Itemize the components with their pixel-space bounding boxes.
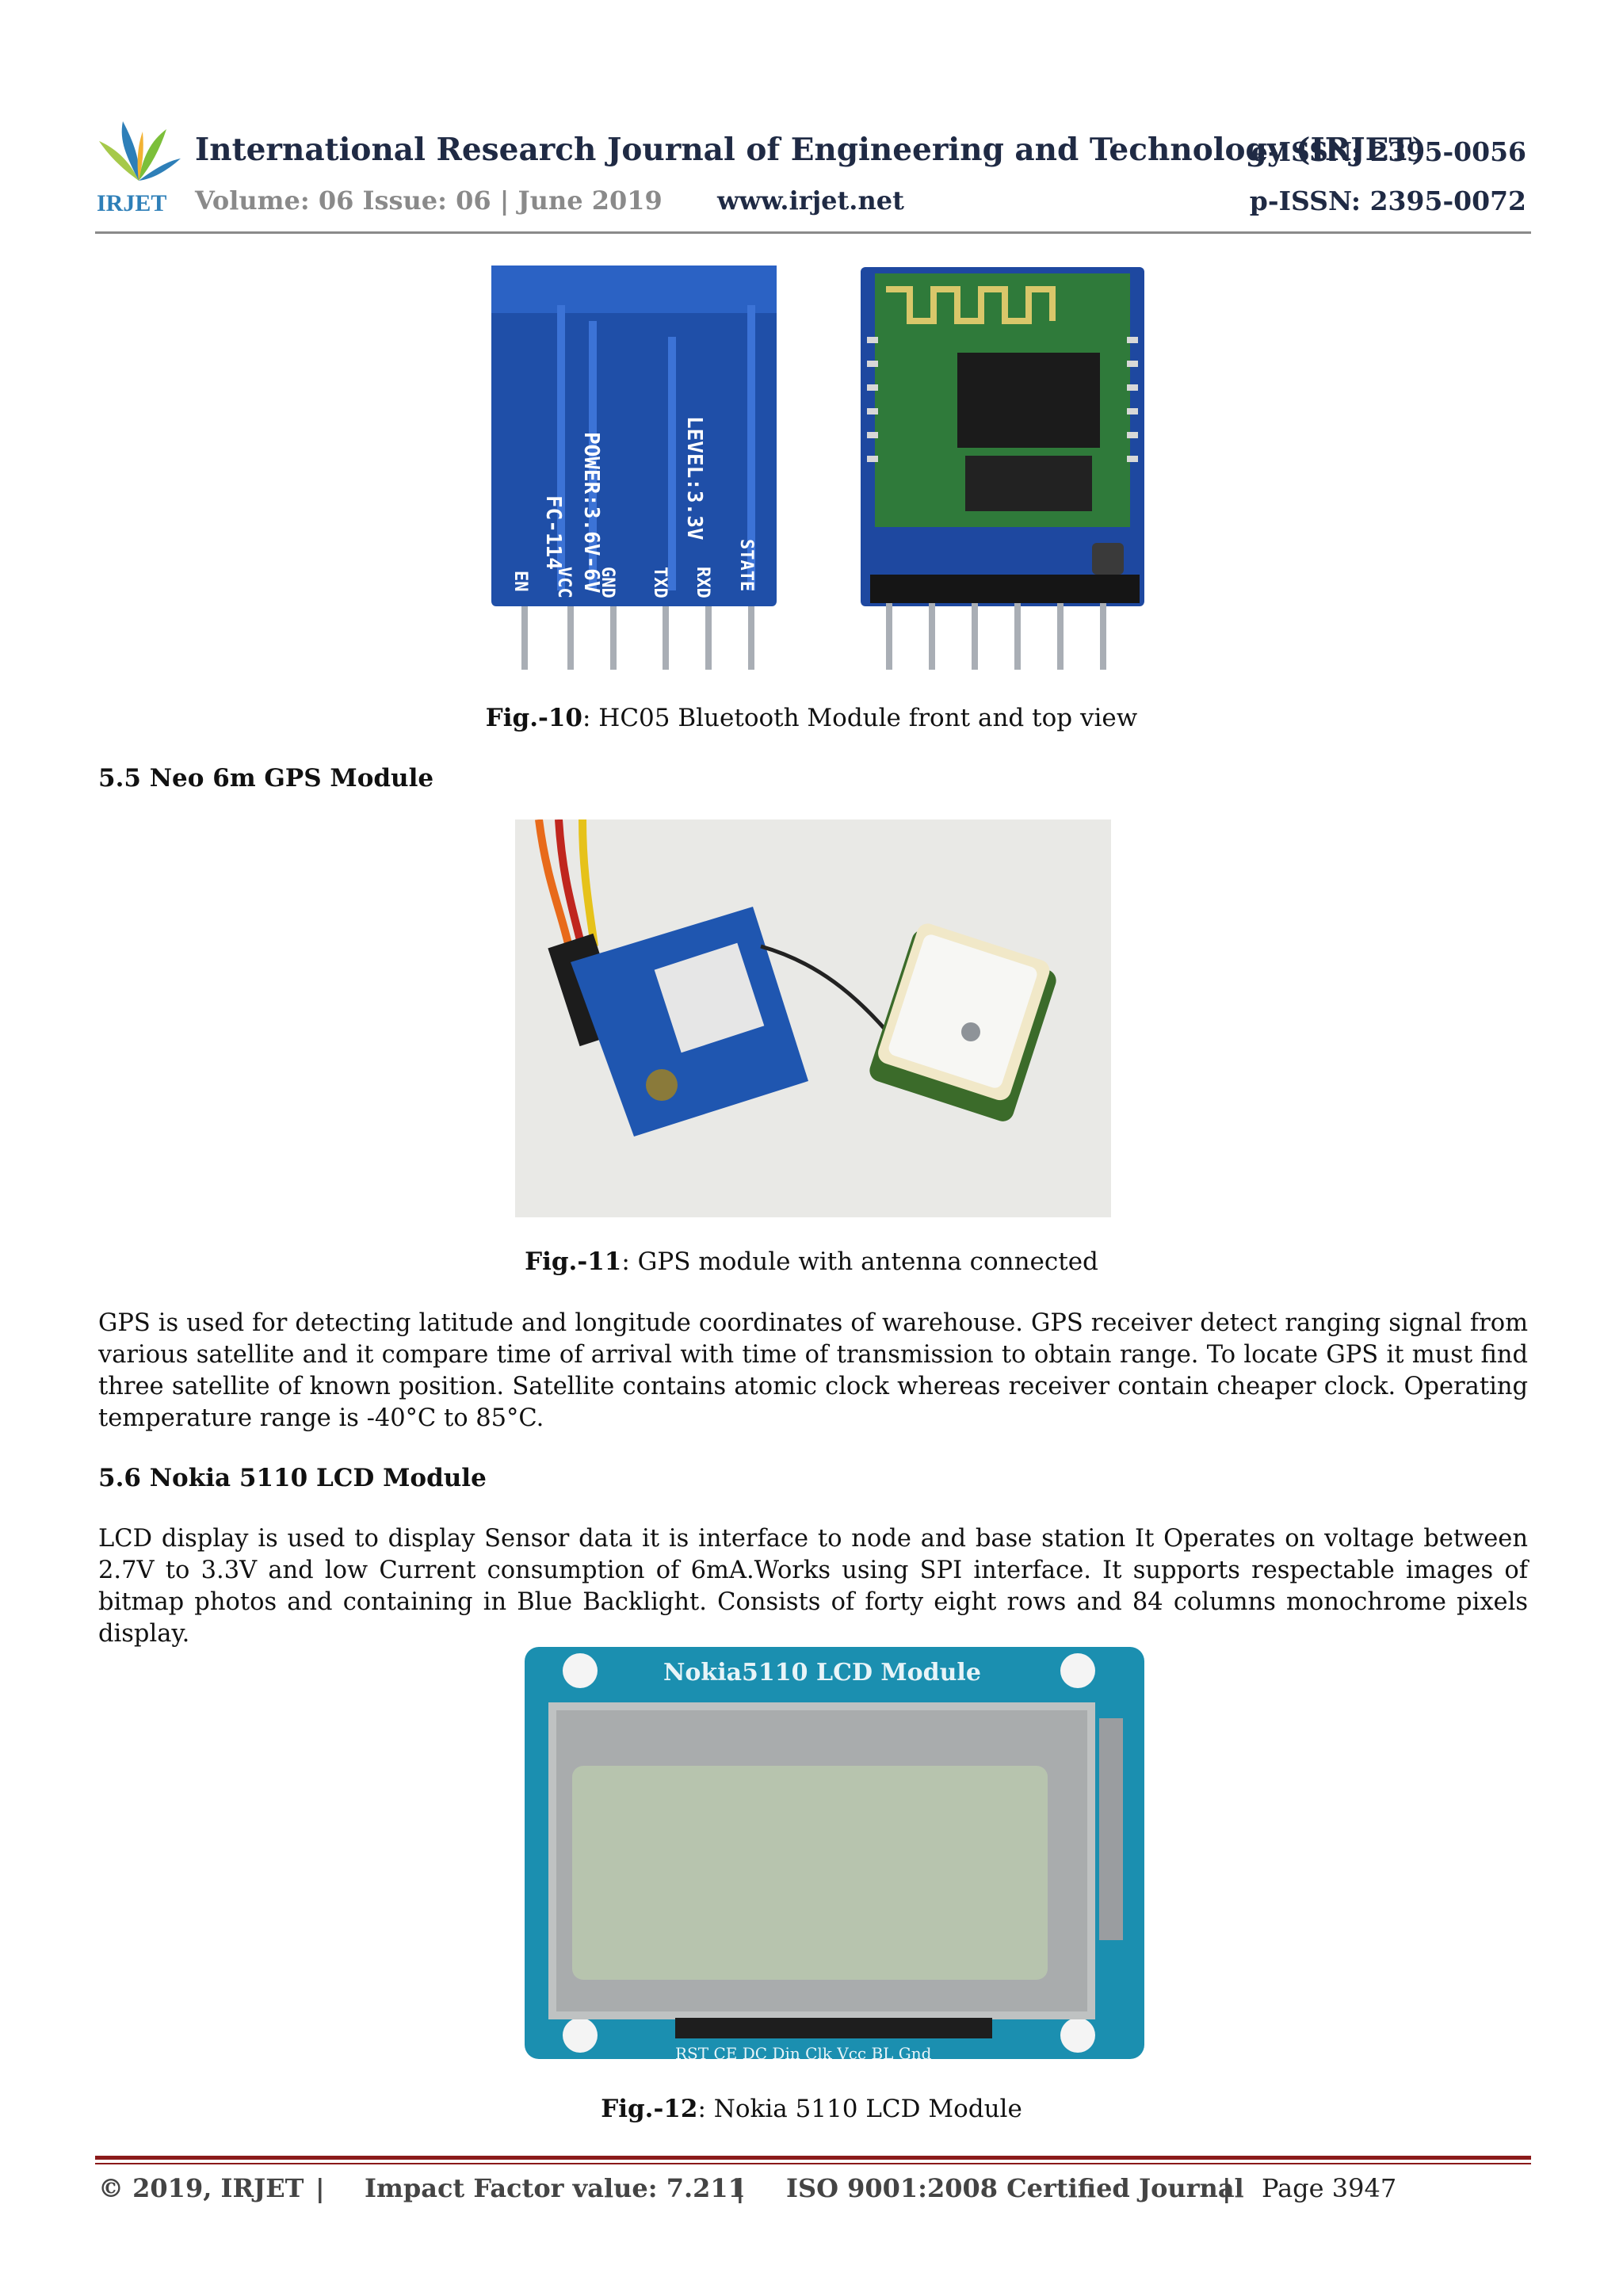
svg-text:RST CE DC Din Clk Vcc BL Gnd: RST CE DC Din Clk Vcc BL Gnd — [675, 2044, 932, 2063]
svg-text:FC-114: FC-114 — [541, 495, 565, 570]
svg-text:POWER:3.6V-6V: POWER:3.6V-6V — [579, 432, 603, 594]
section-heading-lcd: 5.6 Nokia 5110 LCD Module — [98, 1464, 487, 1492]
figure-hc05-bluetooth: FC-114 POWER:3.6V-6V LEVEL:3.3V EN VCC G… — [474, 258, 1149, 676]
lcd-paragraph: LCD display is used to display Sensor da… — [98, 1525, 1528, 1648]
svg-text:EN: EN — [510, 571, 530, 592]
footer-iso: ISO 9001:2008 Certified Journal — [786, 2173, 1244, 2203]
p-issn: p-ISSN: 2395-0072 — [1249, 185, 1526, 216]
footer-impact-factor: Impact Factor value: 7.211 — [365, 2173, 746, 2203]
header-divider — [95, 231, 1531, 234]
svg-text:GND: GND — [598, 567, 617, 598]
svg-text:RXD: RXD — [693, 567, 712, 598]
svg-text:LEVEL:3.3V: LEVEL:3.3V — [682, 416, 706, 541]
svg-text:VCC: VCC — [554, 567, 574, 598]
figure-nokia-lcd: Nokia5110 LCD Module RST CE DC Din Clk V… — [517, 1639, 1152, 2067]
footer-separator: | — [735, 2173, 745, 2203]
svg-text:TXD: TXD — [650, 567, 670, 598]
gps-paragraph: GPS is used for detecting latitude and l… — [98, 1309, 1528, 1432]
svg-text:STATE: STATE — [736, 539, 756, 591]
footer-page-number: Page 3947 — [1262, 2173, 1397, 2203]
figure-10-caption: Fig.-10: HC05 Bluetooth Module front and… — [485, 704, 1138, 732]
e-issn: e-ISSN: 2395-0056 — [1251, 136, 1526, 167]
website-link[interactable]: www.irjet.net — [717, 185, 904, 216]
footer-separator: | — [315, 2173, 325, 2203]
irjet-logo: IRJET — [95, 117, 182, 216]
figure-12-caption: Fig.-12: Nokia 5110 LCD Module — [601, 2095, 1022, 2123]
volume-issue: Volume: 06 Issue: 06 | June 2019 — [195, 185, 663, 216]
svg-text:Nokia5110 LCD Module: Nokia5110 LCD Module — [663, 1659, 981, 1687]
footer-copyright: © 2019, IRJET — [98, 2173, 304, 2203]
figure-gps-module — [515, 819, 1111, 1217]
journal-title: International Research Journal of Engine… — [195, 132, 1426, 168]
footer-divider-thin — [95, 2163, 1531, 2164]
svg-text:IRJET: IRJET — [97, 190, 166, 216]
section-heading-gps: 5.5 Neo 6m GPS Module — [98, 764, 434, 793]
footer-separator: | — [1222, 2173, 1232, 2203]
figure-11-caption: Fig.-11: GPS module with antenna connect… — [525, 1247, 1098, 1276]
footer-divider — [95, 2156, 1531, 2160]
